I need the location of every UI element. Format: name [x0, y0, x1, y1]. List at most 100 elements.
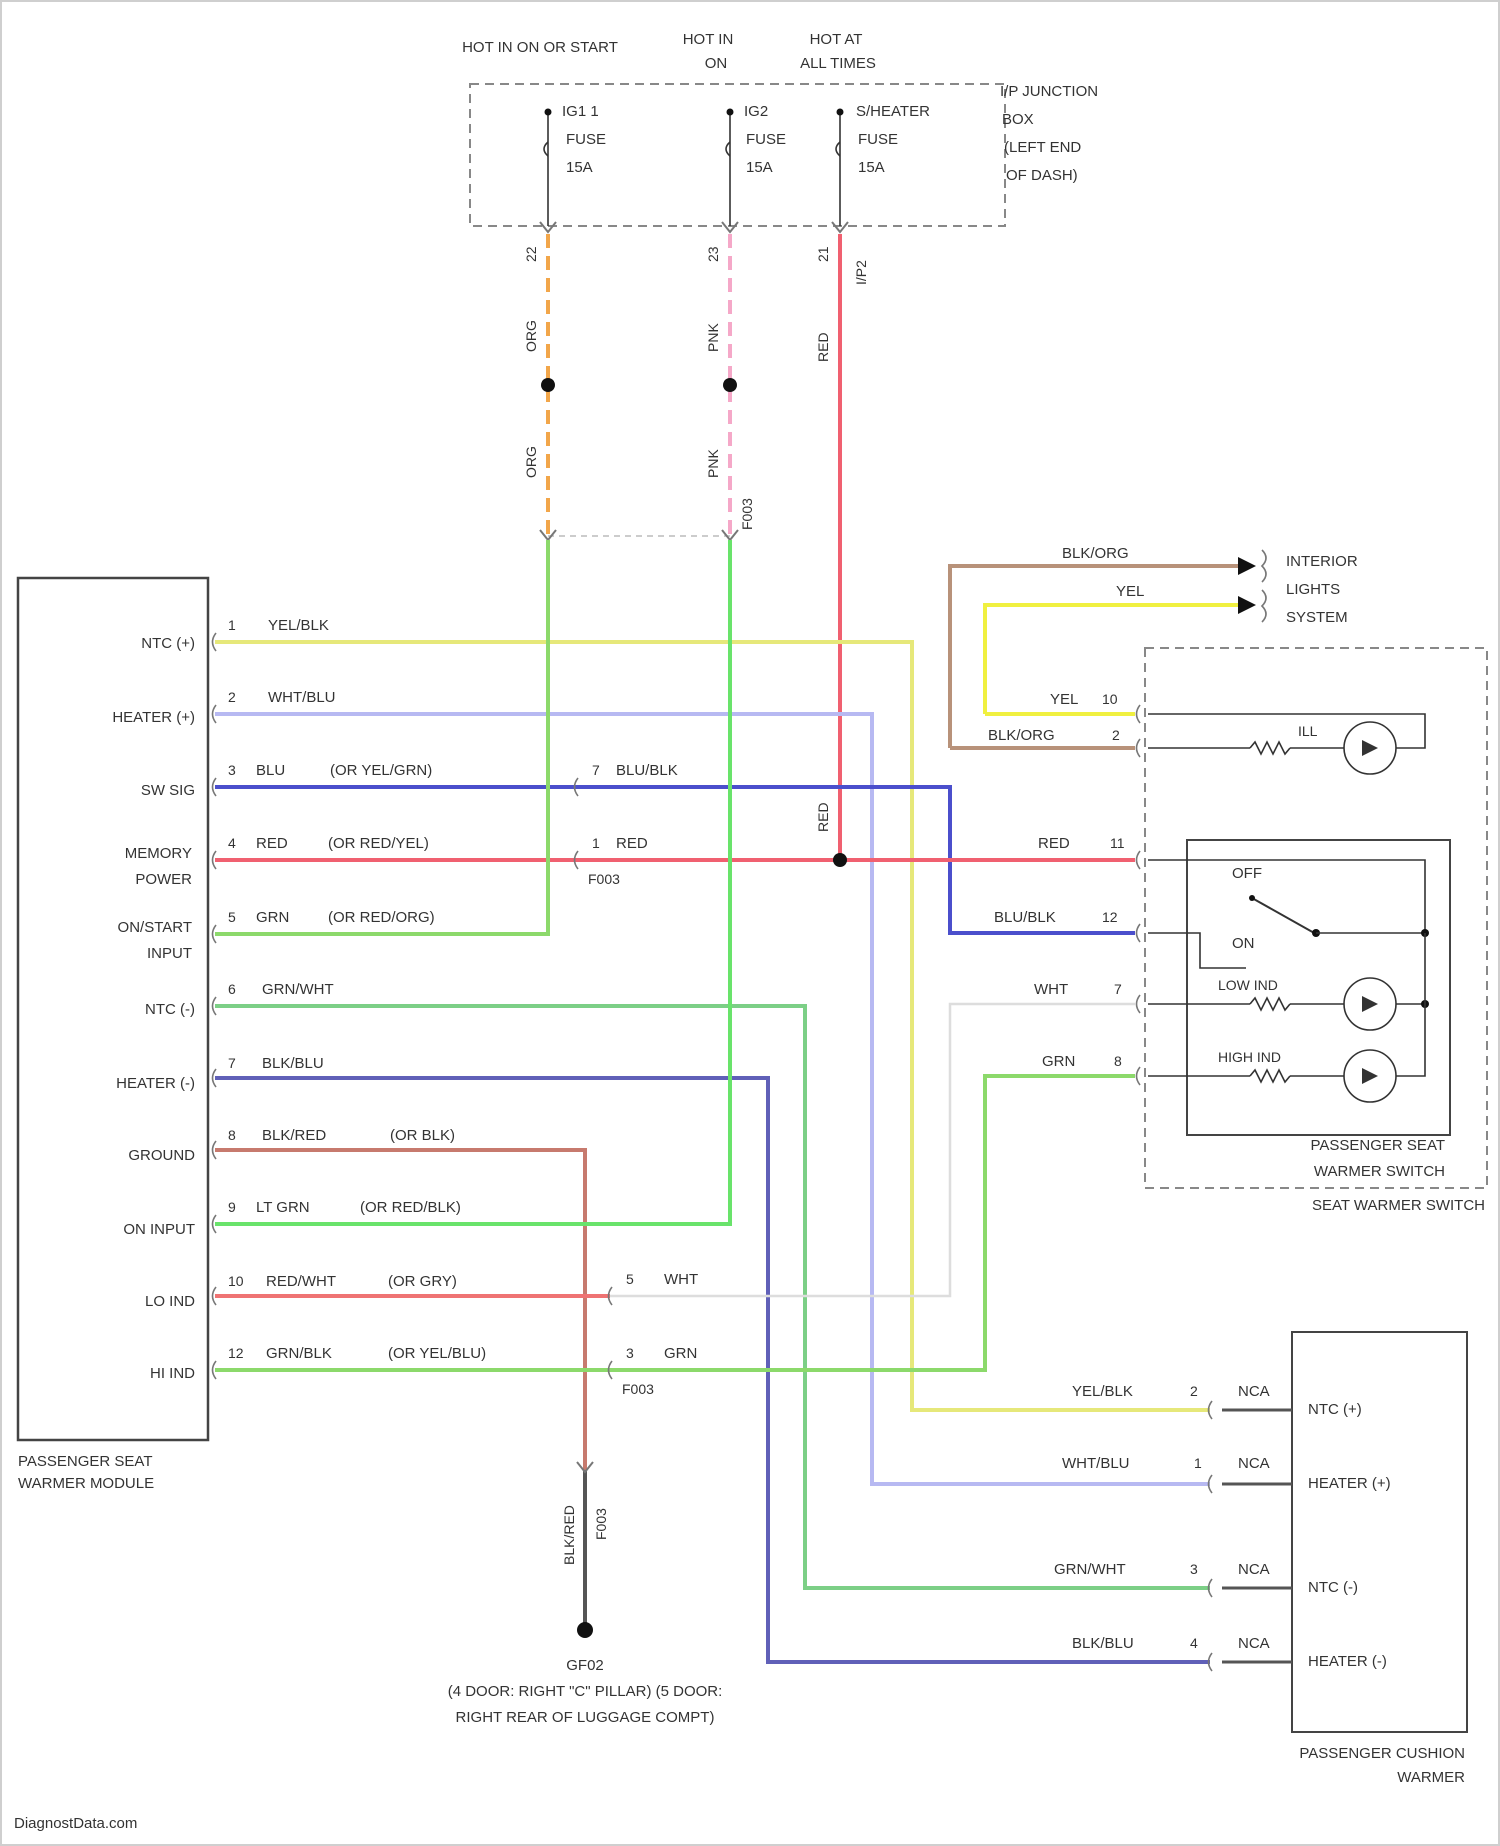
svg-text:BLU/BLK: BLU/BLK: [616, 762, 678, 779]
svg-text:BLU: BLU: [256, 762, 285, 779]
pin-10-row: LO IND 10 RED/WHT (OR GRY): [145, 1273, 457, 1310]
switch-toggle-icon: [1252, 898, 1316, 934]
svg-text:GRN/BLK: GRN/BLK: [266, 1345, 332, 1362]
wires: [215, 540, 1210, 1662]
svg-text:RED: RED: [815, 802, 831, 832]
cushion-row-2: WHT/BLU 1 NCA HEATER (+): [1062, 1455, 1391, 1492]
svg-text:GRN: GRN: [664, 1345, 697, 1362]
svg-text:WHT/BLU: WHT/BLU: [1062, 1455, 1130, 1472]
svg-text:BLK/BLU: BLK/BLU: [1072, 1635, 1134, 1652]
svg-text:2: 2: [228, 689, 236, 705]
pin-6-row: NTC (-) 6 GRN/WHT: [145, 981, 334, 1018]
svg-text:(OR RED/BLK): (OR RED/BLK): [360, 1199, 461, 1216]
svg-text:OFF: OFF: [1232, 865, 1262, 882]
svg-text:SW SIG: SW SIG: [141, 782, 195, 799]
svg-text:F003: F003: [588, 871, 620, 887]
splice-org: [541, 378, 555, 392]
svg-text:F003: F003: [593, 1508, 609, 1540]
svg-text:2: 2: [1190, 1383, 1198, 1399]
svg-text:15A: 15A: [566, 159, 593, 176]
pin-3-row: SW SIG 3 BLU (OR YEL/GRN): [141, 762, 432, 799]
svg-text:RIGHT REAR OF LUGGAGE COMPT): RIGHT REAR OF LUGGAGE COMPT): [456, 1709, 715, 1726]
svg-text:BLU/BLK: BLU/BLK: [994, 909, 1056, 926]
svg-text:ON INPUT: ON INPUT: [123, 1221, 195, 1238]
svg-text:GROUND: GROUND: [128, 1147, 195, 1164]
svg-text:RED: RED: [1038, 835, 1070, 852]
svg-text:POWER: POWER: [135, 871, 192, 888]
svg-text:F003: F003: [739, 498, 755, 530]
svg-text:HEATER (+): HEATER (+): [1308, 1475, 1391, 1492]
svg-text:BLK/ORG: BLK/ORG: [1062, 545, 1129, 562]
svg-text:GRN/WHT: GRN/WHT: [262, 981, 334, 998]
svg-text:(OR RED/ORG): (OR RED/ORG): [328, 909, 435, 926]
wire-grn-onstart: [215, 540, 548, 934]
fuse-sheater: S/HEATER FUSE 15A: [836, 103, 930, 226]
svg-text:RED: RED: [616, 835, 648, 852]
svg-text:BLK/RED: BLK/RED: [262, 1127, 326, 1144]
svg-text:YEL: YEL: [1050, 691, 1078, 708]
svg-text:(OR GRY): (OR GRY): [388, 1273, 457, 1290]
svg-text:YEL/BLK: YEL/BLK: [268, 617, 329, 634]
svg-text:HEATER (-): HEATER (-): [1308, 1653, 1387, 1670]
switch-name-1: PASSENGER SEAT: [1311, 1137, 1445, 1154]
svg-text:RED: RED: [815, 332, 831, 362]
pin-7-row: HEATER (-) 7 BLK/BLU: [116, 1055, 324, 1092]
svg-text:IG2: IG2: [744, 103, 768, 120]
svg-text:6: 6: [228, 981, 236, 997]
svg-text:(OR YEL/GRN): (OR YEL/GRN): [330, 762, 432, 779]
svg-text:ON/START: ON/START: [118, 919, 192, 936]
cushion-row-3: GRN/WHT 3 NCA NTC (-): [1054, 1561, 1358, 1596]
svg-text:3: 3: [1190, 1561, 1198, 1577]
svg-text:15A: 15A: [858, 159, 885, 176]
svg-text:BLK/RED: BLK/RED: [561, 1505, 577, 1565]
svg-text:WHT: WHT: [664, 1271, 698, 1288]
cushion-row-1: YEL/BLK 2 NCA NTC (+): [1072, 1383, 1362, 1418]
svg-text:FUSE: FUSE: [858, 131, 898, 148]
svg-text:LT GRN: LT GRN: [256, 1199, 310, 1216]
svg-text:HEATER (+): HEATER (+): [112, 709, 195, 726]
module-name-2: WARMER MODULE: [18, 1475, 154, 1492]
svg-text:HIGH IND: HIGH IND: [1218, 1049, 1281, 1065]
svg-text:LOW IND: LOW IND: [1218, 977, 1278, 993]
svg-text:ILL: ILL: [1298, 723, 1318, 739]
svg-text:8: 8: [1114, 1053, 1122, 1069]
svg-text:NTC (-): NTC (-): [145, 1001, 195, 1018]
svg-text:3: 3: [626, 1345, 634, 1361]
pin-2-row: HEATER (+) 2 WHT/BLU: [112, 689, 335, 726]
splice-red: [833, 853, 847, 867]
svg-text:2: 2: [1112, 727, 1120, 743]
pin-8-row: GROUND 8 BLK/RED (OR BLK): [128, 1127, 455, 1164]
svg-text:FUSE: FUSE: [566, 131, 606, 148]
watermark: DiagnostData.com: [14, 1815, 137, 1832]
svg-text:10: 10: [1102, 691, 1118, 707]
cushion-name-1: PASSENGER CUSHION: [1299, 1745, 1465, 1762]
svg-text:WHT/BLU: WHT/BLU: [268, 689, 336, 706]
pin-1-row: NTC (+) 1 YEL/BLK: [141, 617, 329, 652]
svg-text:7: 7: [592, 762, 600, 778]
jb-label-2: BOX: [1002, 111, 1034, 128]
svg-text:NTC (+): NTC (+): [1308, 1401, 1362, 1418]
hot-in-label-2: ON: [705, 55, 728, 72]
svg-text:RED/WHT: RED/WHT: [266, 1273, 336, 1290]
switch-name-3: SEAT WARMER SWITCH: [1312, 1197, 1485, 1214]
svg-text:MEMORY: MEMORY: [125, 845, 192, 862]
svg-text:FUSE: FUSE: [746, 131, 786, 148]
svg-text:NTC (+): NTC (+): [141, 635, 195, 652]
pin-9-row: ON INPUT 9 LT GRN (OR RED/BLK): [123, 1199, 461, 1238]
svg-text:GRN/WHT: GRN/WHT: [1054, 1561, 1126, 1578]
svg-text:(OR BLK): (OR BLK): [390, 1127, 455, 1144]
pin-12-row: HI IND 12 GRN/BLK (OR YEL/BLU): [150, 1345, 486, 1382]
module-pins: NTC (+) 1 YEL/BLK HEATER (+) 2 WHT/BLU S…: [112, 617, 486, 1382]
svg-text:1: 1: [592, 835, 600, 851]
svg-text:5: 5: [228, 909, 236, 925]
svg-text:5: 5: [626, 1271, 634, 1287]
interior-lights: BLK/ORG YEL INTERIOR LIGHTS SYSTEM: [950, 545, 1358, 748]
svg-text:(4 DOOR: RIGHT "C" PILLAR) (5: (4 DOOR: RIGHT "C" PILLAR) (5 DOOR:: [448, 1683, 723, 1700]
svg-text:WHT: WHT: [1034, 981, 1068, 998]
svg-text:PNK: PNK: [705, 449, 721, 478]
svg-text:22: 22: [523, 246, 539, 262]
svg-text:NCA: NCA: [1238, 1561, 1270, 1578]
svg-text:NCA: NCA: [1238, 1635, 1270, 1652]
svg-text:12: 12: [1102, 909, 1118, 925]
